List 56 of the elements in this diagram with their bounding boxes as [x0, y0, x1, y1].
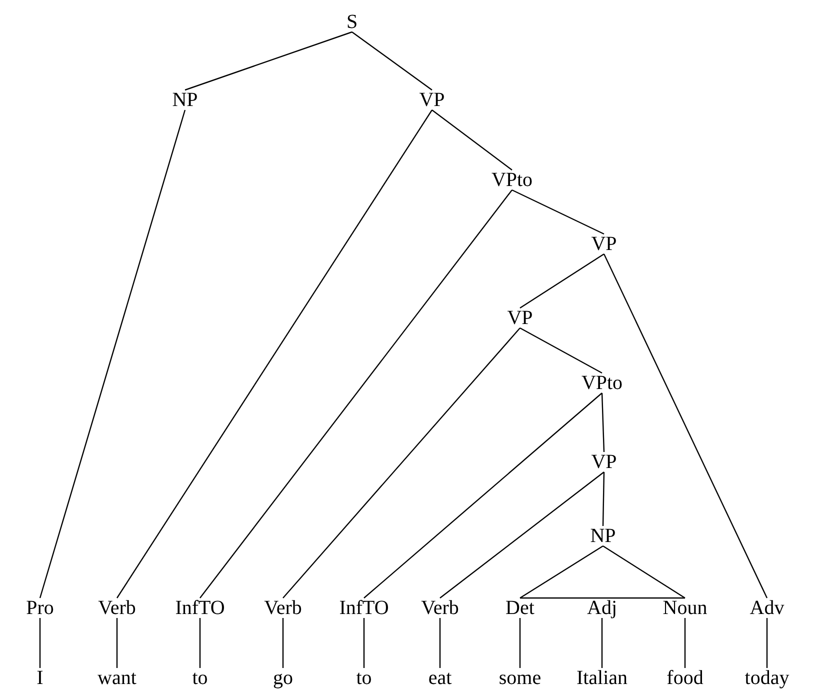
tree-node-label: InfTO — [338, 597, 390, 619]
word-label: eat — [427, 667, 453, 689]
tree-node-label: VP — [590, 233, 618, 255]
word-label: today — [744, 667, 790, 689]
tree-branch — [601, 392, 605, 452]
word-label: food — [666, 667, 704, 689]
word-label: want — [96, 667, 138, 689]
tree-branch — [352, 32, 432, 90]
tree-node-label: VP — [506, 307, 534, 329]
tree-branch — [603, 254, 768, 598]
tree-branch — [364, 392, 602, 598]
tree-branch — [439, 618, 441, 668]
tree-node-label: Noun — [662, 597, 708, 619]
tree-branch — [116, 618, 118, 668]
tree-branch — [512, 189, 604, 235]
tree-branch — [116, 110, 432, 598]
tree-node-label: Adj — [586, 597, 618, 619]
tree-node-label: S — [345, 11, 359, 33]
tree-branch — [684, 618, 686, 668]
tree-branch — [184, 31, 352, 91]
tree-node-label: VP — [418, 89, 446, 111]
tree-branch — [200, 190, 512, 598]
tree-branch — [520, 327, 602, 374]
word-label: to — [355, 667, 373, 689]
tree-node-label: Verb — [263, 597, 303, 619]
tree-branch — [282, 328, 520, 598]
tree-node-label: Det — [504, 597, 536, 619]
tree-branch — [602, 472, 605, 526]
tree-node-label: VP — [590, 451, 618, 473]
tree-branch — [39, 110, 186, 598]
tree-node-label: Verb — [420, 597, 460, 619]
tree-branch — [432, 110, 512, 170]
tree-branch — [601, 618, 603, 668]
tree-branch — [520, 254, 604, 308]
tree-branch — [519, 618, 521, 668]
tree-node-label: VPto — [580, 372, 624, 394]
word-label: I — [36, 667, 44, 689]
word-label: some — [498, 667, 542, 689]
tree-branch — [199, 618, 201, 668]
tree-node-label: Adv — [748, 597, 786, 619]
tree-branch — [766, 618, 768, 668]
tree-branch — [602, 546, 686, 598]
tree-branch — [282, 618, 284, 668]
tree-branch — [39, 618, 41, 668]
tree-node-label: NP — [171, 89, 199, 111]
tree-branch — [363, 618, 365, 668]
tree-node-label: Verb — [97, 597, 137, 619]
tree-node-label: NP — [589, 525, 617, 547]
tree-branch — [520, 546, 604, 598]
tree-node-label: VPto — [490, 169, 534, 191]
tree-node-label: InfTO — [174, 597, 226, 619]
word-label: Italian — [575, 667, 629, 689]
tree-node-label: Pro — [25, 597, 55, 619]
word-label: to — [191, 667, 209, 689]
word-label: go — [272, 667, 294, 689]
tree-branch — [440, 472, 604, 598]
